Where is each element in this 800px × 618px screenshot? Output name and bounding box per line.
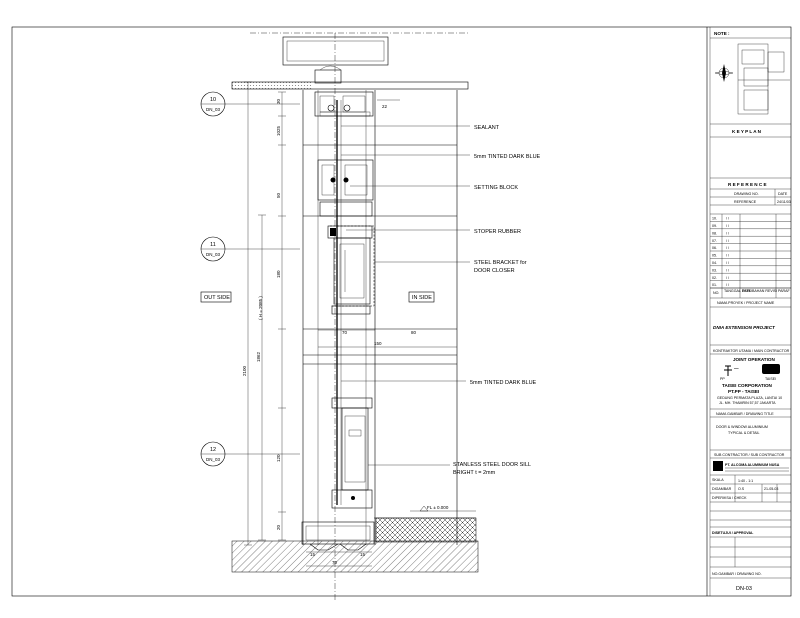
in-side-label: IN SIDE bbox=[412, 295, 432, 301]
dim-h2085: ( H = 2085 ) bbox=[258, 296, 263, 320]
revision-row-slashes: / / bbox=[726, 217, 729, 221]
revision-row-slashes: / / bbox=[726, 261, 729, 265]
sub-contractor-label: SUB CONTRACTOR / SUB CONTRACTOR bbox=[714, 453, 785, 457]
section-mark-12: 12 DN_03 bbox=[200, 441, 300, 467]
callout-bracket-line2: DOOR CLOSER bbox=[474, 268, 515, 274]
svg-text:11: 11 bbox=[210, 242, 216, 248]
rev-head-sign: PARAF bbox=[778, 289, 791, 293]
dim-15a: 15 bbox=[310, 552, 316, 557]
sheet-border bbox=[11, 26, 792, 597]
project-name: DNIA EXTENSION PROJECT bbox=[713, 325, 776, 330]
dim-180: 180 bbox=[276, 270, 281, 278]
revision-row-slashes: / / bbox=[726, 239, 729, 243]
callout-sill-line1: STANLESS STEEL DOOR SILL bbox=[453, 462, 531, 468]
revision-row-slashes: / / bbox=[726, 254, 729, 258]
revision-row-slashes: / / bbox=[726, 268, 729, 272]
drawing-number: DN-03 bbox=[736, 586, 752, 592]
reference-label: R E F E R E N C E bbox=[728, 182, 767, 187]
dim-1862: 1862 bbox=[256, 351, 261, 362]
dim-2100: 2100 bbox=[242, 365, 247, 376]
dim-70: 70 bbox=[342, 330, 348, 335]
dim-150: 150 bbox=[374, 341, 382, 346]
contractor-label: KONTRAKTOR UTAMA / MAIN CONTRACTOR bbox=[713, 349, 790, 353]
dim-50: 50 bbox=[276, 192, 281, 198]
scale-label: SKALA bbox=[712, 478, 724, 482]
joint-operation: JOINT OPERATION bbox=[733, 357, 775, 362]
section-drawing: FL ± 0.000 OUT SIDE IN SIDE SEALANT 5mm … bbox=[200, 32, 541, 600]
dim-80: 80 bbox=[411, 330, 417, 335]
revision-row-slashes: / / bbox=[726, 283, 729, 287]
svg-text:DN_03: DN_03 bbox=[206, 252, 221, 257]
reference-date: 24/11/03 bbox=[777, 200, 791, 204]
revision-row-no: 08. bbox=[712, 231, 717, 235]
dim-120: 120 bbox=[276, 454, 281, 462]
svg-text:DN_03: DN_03 bbox=[206, 107, 221, 112]
dim-15b: 15 bbox=[360, 552, 366, 557]
floor-level-label: FL ± 0.000 bbox=[427, 505, 449, 510]
reference-row: REFERENCE bbox=[734, 200, 757, 204]
revision-row-slashes: / / bbox=[726, 246, 729, 250]
corp-name-2: PT.PP - TAISEI bbox=[728, 389, 759, 394]
dim-70b: 70 bbox=[332, 560, 338, 565]
callout-sealant: SEALANT bbox=[474, 125, 500, 131]
section-mark-10: 10 DN_03 bbox=[200, 91, 300, 117]
reference-date-head: DATE bbox=[778, 192, 788, 196]
logo-divider: — bbox=[734, 366, 739, 371]
callout-stoper-rubber: STOPER RUBBER bbox=[474, 229, 521, 235]
callout-glass-bottom: 5mm TINTED DARK BLUE bbox=[470, 380, 537, 386]
dim-22: 22 bbox=[382, 104, 388, 109]
corp-name-1: TAISEI CORPORATION bbox=[722, 383, 773, 388]
revision-row-no: 03. bbox=[712, 268, 717, 272]
checked-label: DIPERIKSA / CHECK bbox=[712, 496, 747, 500]
revision-row-no: 02. bbox=[712, 276, 717, 280]
drawing-no-label: NO.GAMBAR / DRAWING NO. bbox=[712, 572, 762, 576]
dim-20: 20 bbox=[276, 524, 281, 530]
address-2: JL. MH. THAMRIN 57,57 JAKARTA bbox=[719, 401, 776, 405]
revision-row-no: 06. bbox=[712, 246, 717, 250]
drawing-title-label: NAMA GAMBAR / DRAWING TITLE bbox=[716, 412, 774, 416]
approval-label: DISETUJUI / APPROVAL bbox=[712, 531, 754, 535]
rev-head-date: TANGGAL DATE bbox=[724, 289, 752, 293]
revision-row-no: 10. bbox=[712, 217, 717, 221]
callout-sill-line2: BRIGHT t = 2mm bbox=[453, 470, 496, 476]
title-block: NOTE : K E Y P L A N R E F E R E N C E D… bbox=[710, 31, 791, 592]
logo-b-text: TAISEI bbox=[765, 377, 776, 381]
logo-a-text: PP bbox=[720, 377, 725, 381]
out-side-label: OUT SIDE bbox=[204, 295, 230, 301]
scale-value: 1:40 - 1:1 bbox=[738, 479, 753, 483]
address-1: GEDUNG PERMATA PLAZA, LANTAI 10 bbox=[717, 396, 782, 400]
drawn-date: 21-05-03 bbox=[764, 487, 778, 491]
dim-1025: 1025 bbox=[276, 125, 281, 136]
dim-30: 30 bbox=[276, 98, 281, 104]
callout-glass-top: 5mm TINTED DARK BLUE bbox=[474, 154, 541, 160]
drawing-title-1: DOOR & WINDOW ALUMINIUM bbox=[716, 425, 768, 429]
drawn-value: O.S bbox=[738, 487, 745, 491]
revision-row-no: 07. bbox=[712, 239, 717, 243]
revision-row-no: 01. bbox=[712, 283, 717, 287]
sub-contractor-name: PT. ALCOMA ALUMINIUM NUSA bbox=[725, 463, 780, 467]
note-label: NOTE : bbox=[714, 31, 730, 36]
revision-row-slashes: / / bbox=[726, 276, 729, 280]
rev-head-desc: PERUBAHAN REVISI bbox=[742, 289, 777, 293]
drawing-title-2: TYPICAL & DETAIL bbox=[728, 431, 760, 435]
keyplan-label: K E Y P L A N bbox=[732, 129, 762, 134]
revision-row-slashes: / / bbox=[726, 224, 729, 228]
contractor-logos: PP — TAISEI bbox=[720, 364, 780, 381]
section-mark-11: 11 DN_03 bbox=[200, 236, 300, 262]
callout-bracket-line1: STEEL BRACKET for bbox=[474, 260, 527, 266]
project-label: NAMA PROYEK / PROJECT NAME bbox=[717, 301, 775, 305]
revision-row-slashes: / / bbox=[726, 231, 729, 235]
svg-text:10: 10 bbox=[210, 97, 216, 103]
callout-setting-block: SETTING BLOCK bbox=[474, 185, 518, 191]
revision-row-no: 04. bbox=[712, 261, 717, 265]
svg-text:12: 12 bbox=[210, 447, 216, 453]
keyplan-graphic bbox=[714, 43, 790, 115]
reference-drawing-no: DRAWING NO. bbox=[734, 192, 759, 196]
drawn-label: DIGAMBAR bbox=[712, 487, 732, 491]
svg-text:DN_03: DN_03 bbox=[206, 457, 221, 462]
revision-row-no: 09. bbox=[712, 224, 717, 228]
revision-row-no: 05. bbox=[712, 254, 717, 258]
rev-head-no: NO. bbox=[713, 291, 719, 295]
